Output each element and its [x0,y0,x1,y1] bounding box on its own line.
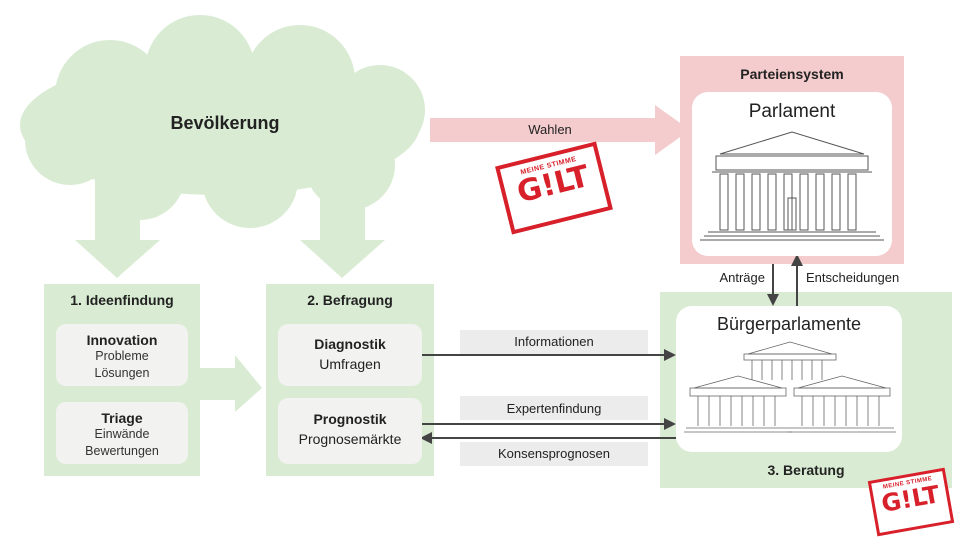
ideation-title: 1. Ideenfindung [70,292,174,308]
diagnostics-sub: Umfragen [319,356,381,372]
stamp-line2: G!LT [513,158,593,211]
elections-label: Wahlen [528,122,572,137]
innovation-line2: Lösungen [94,366,150,380]
population-label: Bevölkerung [170,113,280,133]
prognostics-title: Prognostik [313,411,387,427]
down-arrow-ideation [75,180,160,278]
citizen-assemblies-label: Bürgerparlamente [716,314,862,334]
motions-label: Anträge [719,270,765,285]
triage-card: Triage Einwände Bewertungen [56,402,188,464]
prognostics-card: Prognostik Prognosemärkte [278,398,422,464]
elections-arrow [430,105,690,155]
down-arrow-survey [300,180,385,278]
party-system-title: Parteiensystem [740,66,844,82]
information-label: Informationen [514,334,594,349]
consensus-forecasts-label: Konsensprognosen [497,446,611,461]
expert-band [460,396,648,420]
consultation-title: 3. Beratung [767,462,845,478]
prognostics-sub: Prognosemärkte [298,431,402,447]
innovation-line1: Probleme [95,349,149,363]
innovation-card: Innovation Probleme Lösungen [56,324,188,386]
information-band [460,330,648,354]
survey-title: 2. Befragung [307,292,393,308]
parliament-label: Parlament [748,101,836,122]
innovation-title: Innovation [86,332,158,348]
triage-line1: Einwände [94,427,150,441]
triage-line2: Bewertungen [85,444,159,458]
decisions-label: Entscheidungen [806,270,900,285]
parliament-building-icon [700,131,884,241]
diagnostics-title: Diagnostik [314,336,386,352]
consensus-band [460,442,648,466]
diagnostics-card: Diagnostik Umfragen [278,324,422,386]
assembly-buildings-icon [684,341,896,433]
triage-title: Triage [101,410,143,426]
ideation-to-survey-arrow [200,355,262,412]
expert-finding-label: Expertenfindung [506,401,602,416]
